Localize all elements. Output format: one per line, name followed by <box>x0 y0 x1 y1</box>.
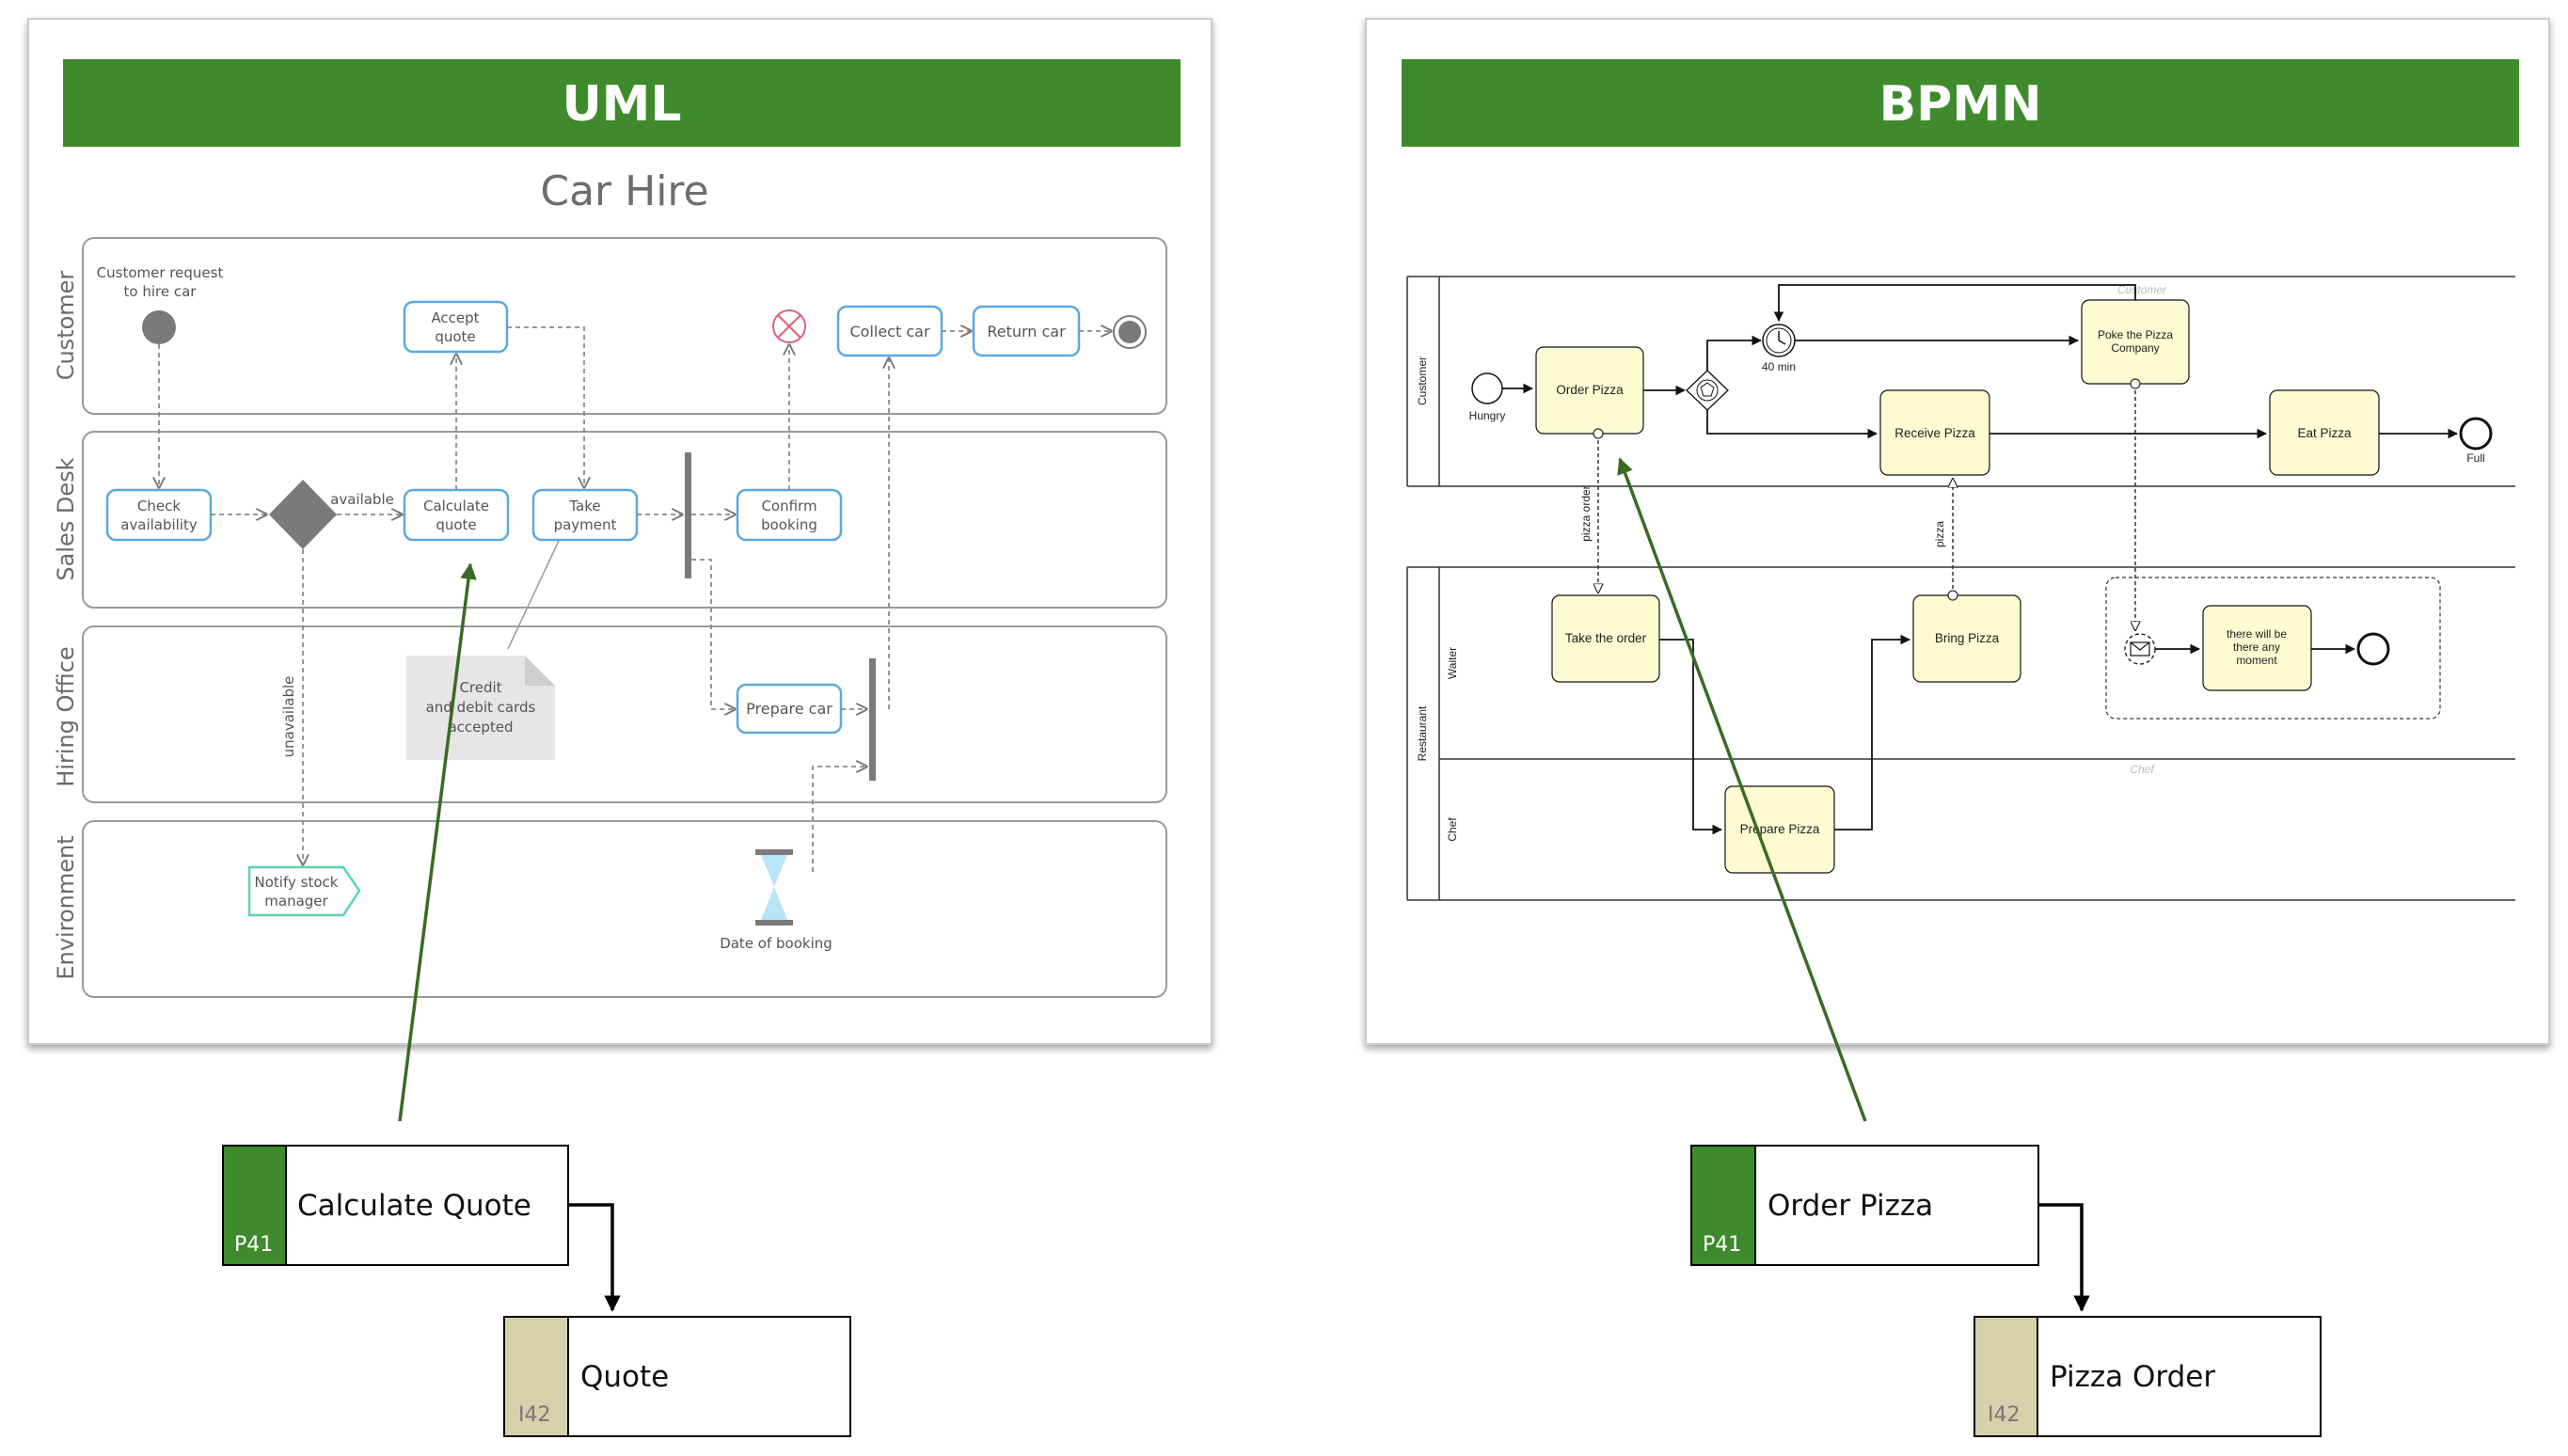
process-label: Calculate Quote <box>297 1189 531 1223</box>
bpmn-panel: BPMN Customer Customer Restaurant Waiter… <box>1365 18 2550 1045</box>
bpmn-task-receive-pizza <box>1879 389 1990 476</box>
bpmn-pool-restaurant <box>1406 566 2515 901</box>
bpmn-pointer-arrow <box>1617 457 1867 1122</box>
uml-header-bar <box>63 59 1181 147</box>
process-label: Order Pizza <box>1767 1189 1933 1223</box>
uml-pointer-arrow <box>398 562 477 1122</box>
uml-lane-sales-desk <box>82 431 1167 609</box>
process-code: P41 <box>1703 1233 1741 1257</box>
bpmn-flow <box>1706 410 1878 439</box>
timer-icon <box>1762 324 1796 357</box>
uml-lane-label-hiring-office: Hiring Office <box>53 646 79 786</box>
info-label: Quote <box>580 1360 669 1394</box>
svg-text:Full: Full <box>2466 451 2484 465</box>
bpmn-header-bar <box>1402 59 2519 147</box>
uml-lane-label-customer: Customer <box>53 271 79 381</box>
bpmn-pool-label-restaurant: Restaurant <box>1416 705 1429 761</box>
uml-lane-hiring-office <box>82 625 1167 803</box>
hourglass-icon <box>755 849 793 926</box>
bpmn-subprocess-end-event <box>2356 632 2390 666</box>
bpmn-flow <box>1659 639 1723 835</box>
uml-join-bar <box>869 658 876 781</box>
uml-time-event-label: Date of booking <box>720 935 832 952</box>
svg-text:Return car: Return car <box>987 323 1066 340</box>
uml-lane-label-sales-desk: Sales Desk <box>53 457 79 580</box>
uml-decision-node <box>269 480 337 549</box>
bpmn-card-connector <box>2038 1203 2090 1312</box>
bpmn-task-take-order <box>1551 594 1660 683</box>
bpmn-task-bring-pizza <box>1912 594 2021 683</box>
uml-info-card: I42 Quote <box>503 1316 851 1437</box>
bpmn-start-event <box>1471 372 1503 404</box>
uml-lane-environment <box>82 820 1167 998</box>
info-code: I42 <box>1988 1403 2020 1427</box>
bpmn-lane-label-waiter: Waiter <box>1446 647 1459 679</box>
uml-flow <box>507 326 584 486</box>
bpmn-flow <box>1773 284 2136 323</box>
svg-text:Collect car: Collect car <box>849 323 929 340</box>
bpmn-info-card: I42 Pizza Order <box>1974 1316 2322 1437</box>
info-label: Pizza Order <box>2050 1360 2215 1394</box>
bpmn-flow <box>1706 335 1763 371</box>
uml-process-card: P41 Calculate Quote <box>222 1145 569 1266</box>
bpmn-event-based-gateway <box>1686 370 1729 411</box>
svg-text:Receive Pizza: Receive Pizza <box>1894 426 1975 440</box>
bpmn-pool-label-customer: Customer <box>1416 356 1429 405</box>
uml-signal-notify-stock <box>247 865 361 917</box>
bpmn-event-subprocess <box>2105 577 2441 720</box>
svg-text:Prepare Pizza: Prepare Pizza <box>1740 822 1820 836</box>
uml-diagram-title: Car Hire <box>540 167 708 215</box>
bpmn-task-eat-pizza <box>2269 389 2380 476</box>
uml-end-node <box>1113 315 1147 349</box>
message-icon <box>2124 633 2156 665</box>
bpmn-message-label: pizza <box>1933 521 1946 547</box>
info-code: I42 <box>518 1403 550 1427</box>
svg-text:Eat Pizza: Eat Pizza <box>2297 426 2352 440</box>
bpmn-pool-customer <box>1406 276 2515 487</box>
uml-guard-available: available <box>330 491 394 508</box>
svg-text:Bring Pizza: Bring Pizza <box>1935 631 2000 645</box>
uml-panel: UML Car Hire Customer Sales Desk Hiring … <box>27 18 1213 1045</box>
bpmn-flow <box>1834 634 1911 831</box>
bpmn-header-title: BPMN <box>1878 76 2041 133</box>
uml-flow-final-icon <box>772 309 806 343</box>
svg-text:Take the order: Take the order <box>1565 631 1647 645</box>
bpmn-lane-label-chef: Chef <box>1446 817 1459 842</box>
svg-text:Hungry: Hungry <box>1469 409 1506 422</box>
process-code: P41 <box>234 1233 273 1257</box>
bpmn-message-label: pizza order <box>1579 485 1593 541</box>
bpmn-task-there-will-be <box>2202 605 2312 691</box>
uml-fork-bar-1 <box>685 452 691 578</box>
svg-text:40 min: 40 min <box>1762 360 1796 373</box>
svg-text:Prepare car: Prepare car <box>746 700 832 718</box>
bpmn-process-card: P41 Order Pizza <box>1690 1145 2039 1266</box>
uml-lane-label-environment: Environment <box>53 835 79 979</box>
uml-guard-unavailable: unavailable <box>280 676 297 758</box>
uml-header-title: UML <box>562 76 681 133</box>
uml-note-anchor <box>507 540 560 650</box>
uml-flow <box>691 559 734 709</box>
bpmn-ghost-label: Chef <box>2130 763 2155 776</box>
uml-card-connector <box>568 1203 621 1312</box>
bpmn-end-event <box>2459 417 2493 451</box>
uml-lane-customer <box>82 237 1167 415</box>
uml-start-node <box>142 310 176 344</box>
svg-text:Order Pizza: Order Pizza <box>1556 383 1624 397</box>
bpmn-ghost-label: Customer <box>2117 283 2167 296</box>
uml-flow <box>812 767 865 872</box>
